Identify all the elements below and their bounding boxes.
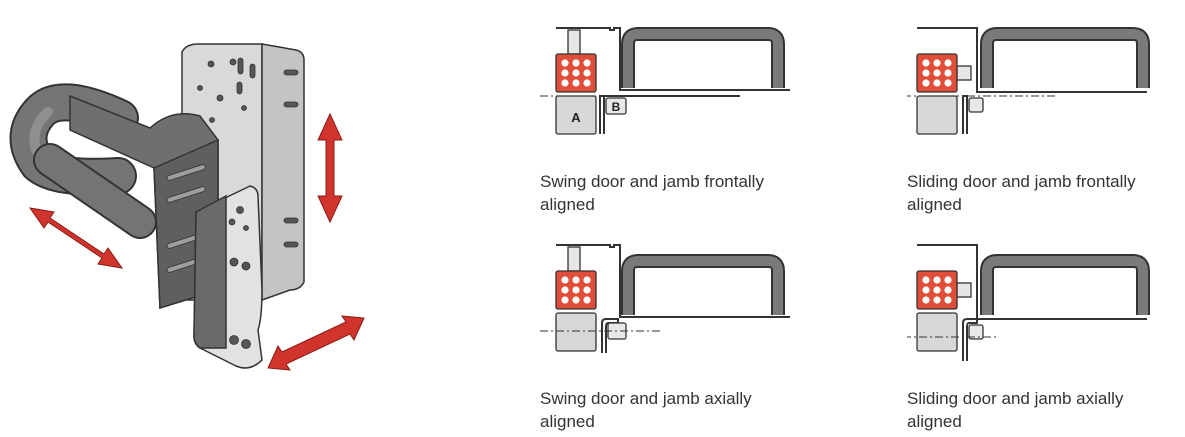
caption-line1: Sliding door and jamb frontally — [907, 172, 1136, 191]
caption-swing-frontal: Swing door and jamb frontally aligned — [540, 170, 820, 216]
caption-swing-axial: Swing door and jamb axially aligned — [540, 387, 820, 433]
sliding-axial-diagram — [907, 244, 1150, 361]
bracket-assembly-icon — [9, 43, 365, 371]
sliding-frontal-diagram — [907, 27, 1150, 135]
label-a: A — [571, 110, 581, 125]
caption-line1: Sliding door and jamb axially — [907, 389, 1124, 408]
adjust-arrow-icon — [28, 112, 365, 371]
caption-line1: Swing door and jamb axially — [540, 389, 752, 408]
swing-frontal-diagram: A B — [540, 27, 790, 135]
caption-line2: aligned — [540, 195, 595, 214]
caption-sliding-axial: Sliding door and jamb axially aligned — [907, 387, 1185, 433]
swing-axial-diagram — [540, 244, 790, 353]
panel-sliding-axial: Sliding door and jamb axially aligned — [907, 237, 1185, 437]
caption-line1: Swing door and jamb frontally — [540, 172, 764, 191]
panel-swing-axial: Swing door and jamb axially aligned — [540, 237, 820, 437]
label-b: B — [612, 100, 621, 114]
panel-sliding-frontal: Sliding door and jamb frontally aligned — [907, 20, 1185, 220]
panel-swing-frontal: A B Swing door and jamb frontally aligne… — [540, 20, 820, 220]
bracket-assembly-figure — [0, 0, 380, 422]
caption-line2: aligned — [907, 195, 962, 214]
caption-sliding-frontal: Sliding door and jamb frontally aligned — [907, 170, 1185, 216]
